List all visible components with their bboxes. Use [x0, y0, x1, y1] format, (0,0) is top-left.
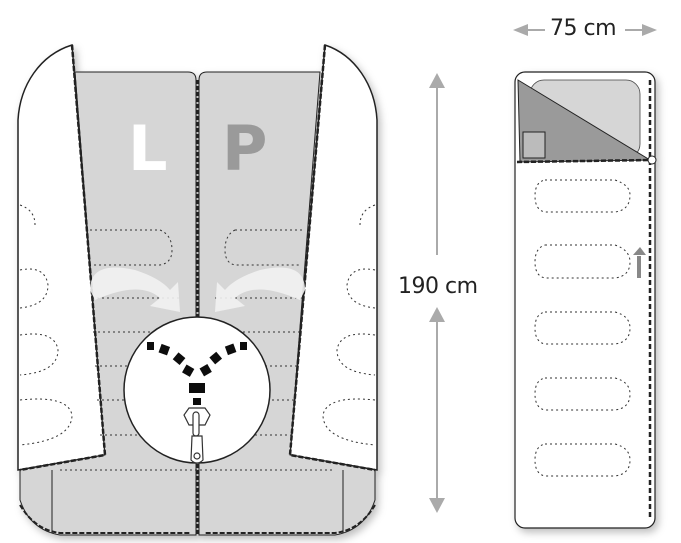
length-dimension-arrow — [429, 73, 445, 513]
brand-logo — [633, 247, 646, 278]
left-bag-label: L — [128, 112, 168, 185]
single-sleeping-bag — [514, 71, 657, 529]
zipper-pull-icon — [183, 407, 211, 464]
pocket — [522, 131, 546, 159]
width-dimension-arrow — [513, 24, 657, 36]
right-curved-arrow — [215, 267, 305, 312]
left-outer-flap — [17, 44, 106, 471]
length-label: 190 cm — [398, 274, 478, 299]
zipper-detail-circle — [123, 316, 271, 464]
right-bag-label: P — [222, 112, 268, 185]
zipper-pull-icon — [647, 155, 657, 165]
width-label: 75 cm — [550, 16, 617, 41]
double-sleeping-bag — [17, 43, 378, 536]
folded-corner — [517, 79, 652, 163]
right-outer-flap — [289, 43, 378, 471]
left-curved-arrow — [90, 267, 180, 312]
